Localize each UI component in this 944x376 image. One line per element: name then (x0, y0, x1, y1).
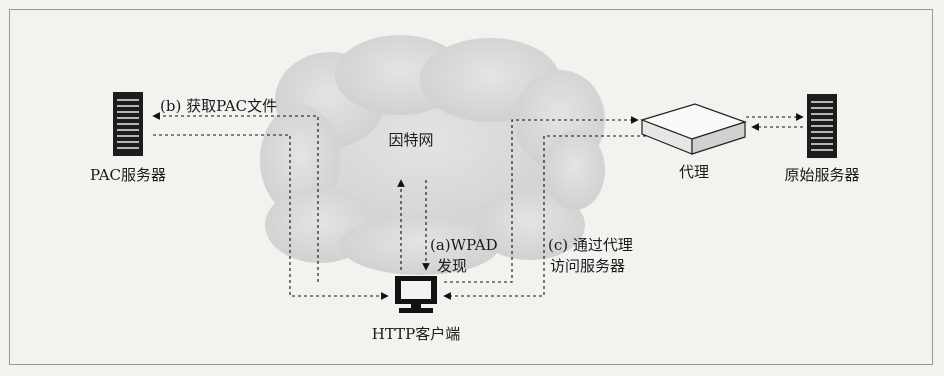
step-b-label: (b) 获取PAC文件 (160, 97, 278, 115)
origin-server-label: 原始服务器 (784, 166, 860, 184)
step-c-label-line1: (c) 通过代理 (548, 236, 633, 254)
internet-cloud (260, 35, 605, 275)
client-computer-icon (395, 276, 437, 313)
pac-fetch-request-path (152, 112, 319, 282)
proxy-icon (640, 103, 747, 155)
proxy-response-path (443, 135, 646, 300)
pac-server-icon (113, 92, 143, 156)
pac-server-label: PAC服务器 (89, 166, 167, 184)
step-a-label-line2: 发现 (437, 257, 468, 275)
proxy-label: 代理 (678, 163, 710, 181)
internet-label: 因特网 (388, 131, 434, 149)
client-label: HTTP客户端 (371, 325, 461, 343)
diagram-frame (9, 9, 933, 365)
origin-server-icon (807, 94, 837, 158)
step-a-label-line1: (a)WPAD (430, 236, 498, 254)
step-c-label-line2: 访问服务器 (550, 257, 626, 275)
pac-fetch-response-path (153, 134, 389, 300)
